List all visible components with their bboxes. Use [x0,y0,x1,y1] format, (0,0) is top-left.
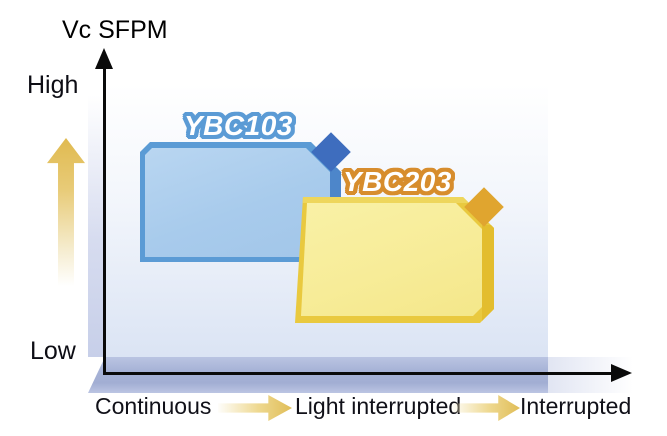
right-arrow-icon [452,395,520,421]
region-label-ybc203: YBC203 [343,166,452,197]
floor-panel [88,357,548,393]
x-axis [104,372,612,375]
x-axis-arrowhead-icon [611,364,632,382]
y-axis-title: Vc SFPM [62,16,168,44]
region-ybc203-side-bevel [482,225,494,323]
x-label-light-interrupted: Light interrupted [295,393,462,419]
region-ybc203-top-bevel [297,197,468,203]
left-wall-panel [88,95,105,357]
x-label-interrupted: Interrupted [520,393,632,419]
x-label-continuous: Continuous [95,393,212,419]
y-axis [103,62,106,375]
region-ybc203 [295,197,494,323]
region-ybc103 [140,142,341,262]
region-ybc103-face [145,148,330,257]
y-axis-high-label: High [27,71,79,99]
floor-fade [548,357,648,393]
region-label-ybc103: YBC103 [184,110,293,141]
region-ybc203-face [301,203,482,316]
y-axis-arrowhead-icon [95,48,113,69]
up-arrow-icon [47,138,85,286]
y-axis-low-label: Low [30,337,76,365]
right-arrow-icon [218,395,292,421]
